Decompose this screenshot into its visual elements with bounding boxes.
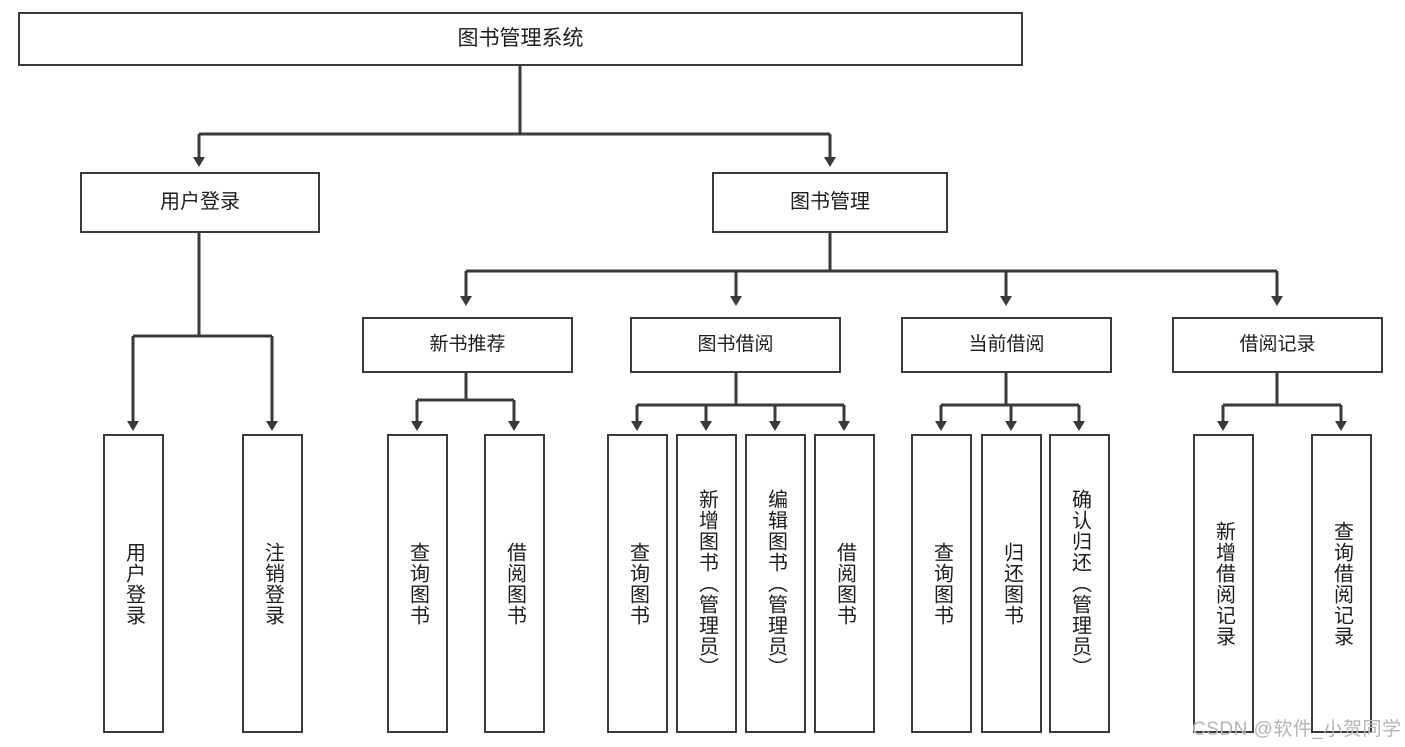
node-label: 确认归还（管理员） <box>1068 489 1091 678</box>
leaf-user-login-logout[interactable]: 注销登录 <box>242 434 303 733</box>
node-label: 新增借阅记录 <box>1212 520 1235 647</box>
node-label: 归还图书 <box>1000 541 1023 626</box>
csdn-watermark: CSDN @软件_小贺同学 <box>1192 719 1402 740</box>
node-label: 用户登录 <box>160 191 240 214</box>
leaf-current-borrow-confirm-return[interactable]: 确认归还（管理员） <box>1049 434 1110 733</box>
node-label: 查询图书 <box>930 541 953 626</box>
leaf-book-borrow-add[interactable]: 新增图书（管理员） <box>676 434 737 733</box>
node-current-borrow[interactable]: 当前借阅 <box>901 317 1112 373</box>
leaf-borrow-record-query[interactable]: 查询借阅记录 <box>1311 434 1372 733</box>
leaf-user-login-login[interactable]: 用户登录 <box>103 434 164 733</box>
node-borrow-record[interactable]: 借阅记录 <box>1172 317 1383 373</box>
node-user-login[interactable]: 用户登录 <box>80 172 320 233</box>
node-label: 查询借阅记录 <box>1330 520 1353 647</box>
node-label: 借阅图书 <box>833 541 856 626</box>
leaf-current-borrow-return[interactable]: 归还图书 <box>981 434 1042 733</box>
leaf-book-borrow-query[interactable]: 查询图书 <box>607 434 668 733</box>
node-label: 图书借阅 <box>697 334 774 356</box>
leaf-new-book-borrow[interactable]: 借阅图书 <box>484 434 545 733</box>
node-root-system[interactable]: 图书管理系统 <box>18 12 1023 66</box>
node-label: 编辑图书（管理员） <box>764 489 787 678</box>
leaf-new-book-query[interactable]: 查询图书 <box>387 434 448 733</box>
node-book-borrow[interactable]: 图书借阅 <box>630 317 841 373</box>
leaf-book-borrow-borrow[interactable]: 借阅图书 <box>814 434 875 733</box>
leaf-book-borrow-edit[interactable]: 编辑图书（管理员） <box>745 434 806 733</box>
node-label: 借阅记录 <box>1239 334 1316 356</box>
node-label: 注销登录 <box>261 541 284 626</box>
node-label: 图书管理 <box>790 191 870 214</box>
node-label: 用户登录 <box>122 541 145 626</box>
leaf-current-borrow-query[interactable]: 查询图书 <box>911 434 972 733</box>
node-new-book-recommend[interactable]: 新书推荐 <box>362 317 573 373</box>
node-label: 查询图书 <box>406 541 429 626</box>
node-label: 借阅图书 <box>503 541 526 626</box>
node-book-management[interactable]: 图书管理 <box>712 172 948 233</box>
node-label: 查询图书 <box>626 541 649 626</box>
leaf-borrow-record-add[interactable]: 新增借阅记录 <box>1193 434 1254 733</box>
node-label: 新增图书（管理员） <box>695 489 718 678</box>
node-label: 图书管理系统 <box>457 27 584 51</box>
node-label: 新书推荐 <box>429 334 506 356</box>
node-label: 当前借阅 <box>968 334 1045 356</box>
